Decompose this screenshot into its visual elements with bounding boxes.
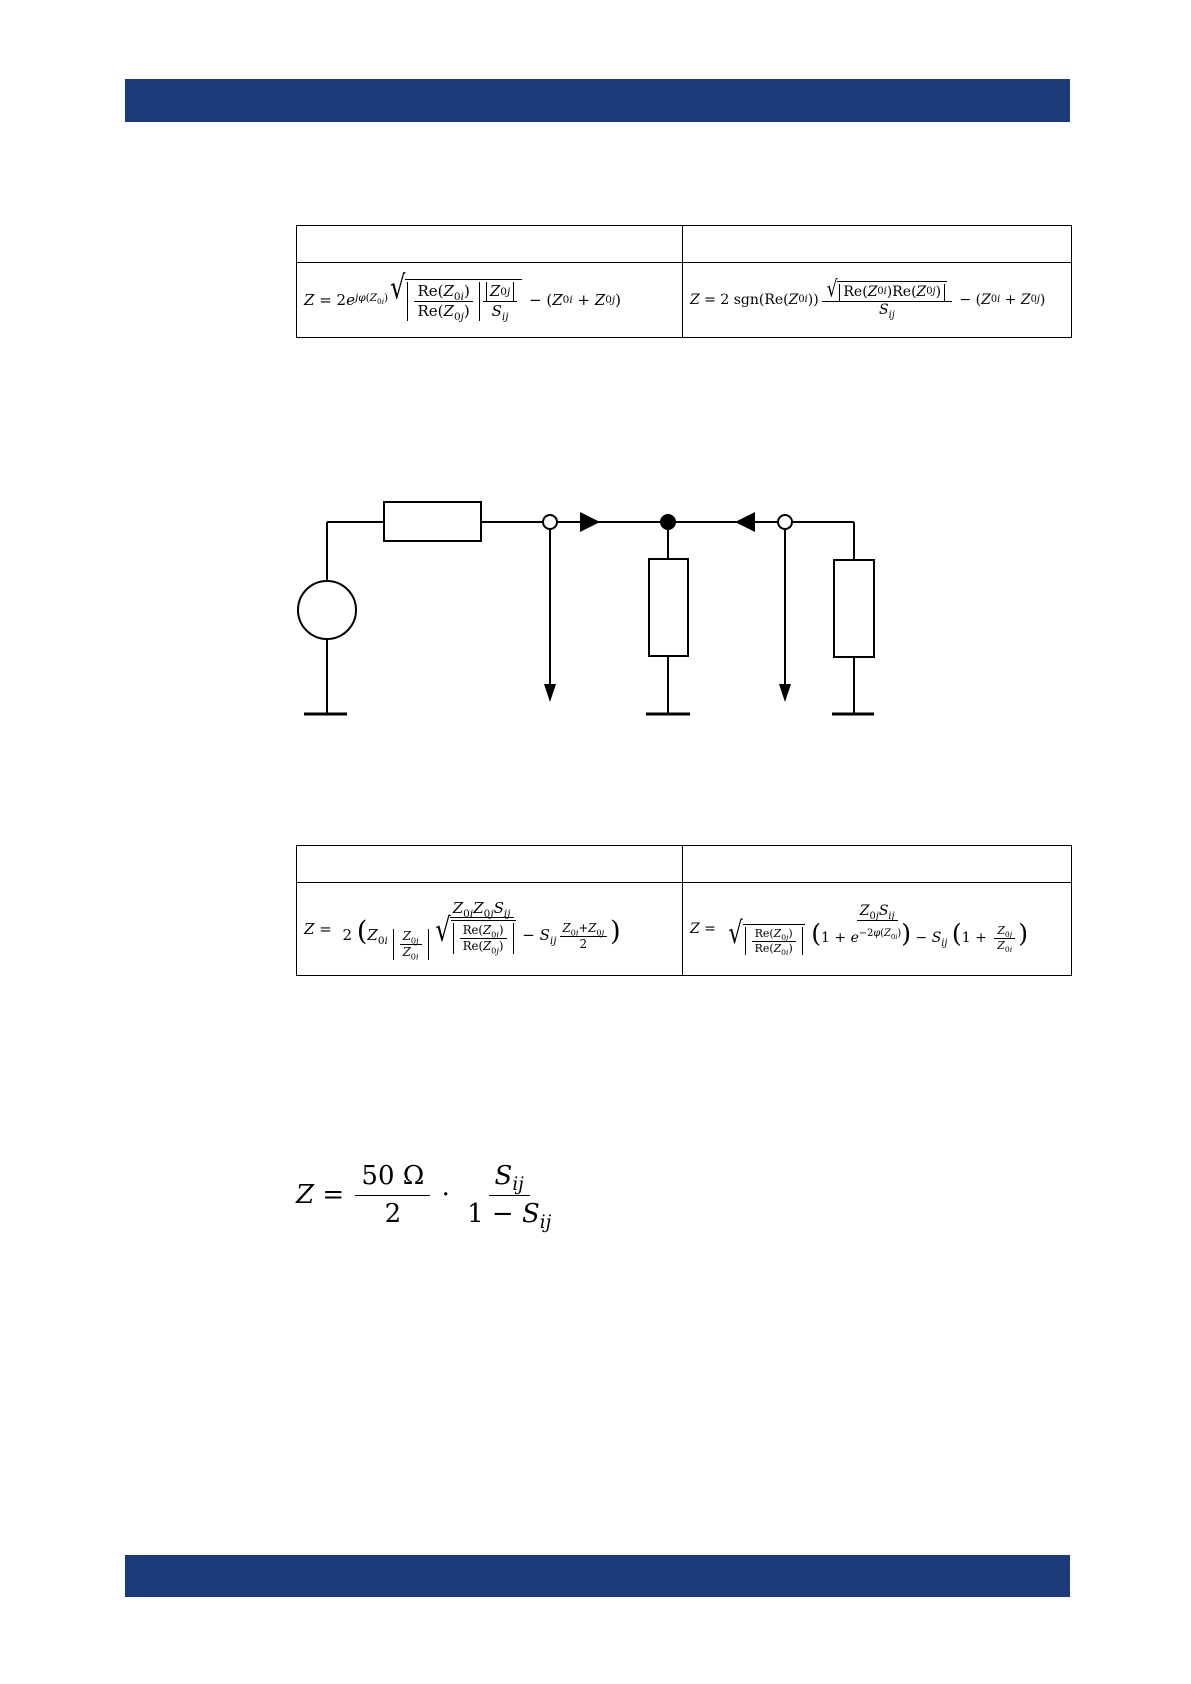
voltage-source [297,580,357,640]
arrow-left-icon [735,512,755,532]
fraction-reference: 50 Ω 2 [355,1158,431,1232]
fraction-s-param: Sij 1 − Sij [461,1158,557,1232]
source-impedance [383,501,482,542]
header-band [125,79,1070,122]
denominator-left: 2 [384,1198,402,1229]
equation-z-from-s: Z = 50 Ω 2 · Sij 1 − Sij [296,1158,560,1232]
arrow-right-icon [580,512,600,532]
junction-node [660,514,676,530]
arrow-down-icon [779,684,791,702]
table-header-right [682,225,1072,263]
table-header-row [296,225,1072,263]
table-header-row [296,845,1072,883]
table-header-left [296,845,683,883]
arrow-down-icon [544,684,556,702]
dut-impedance [648,558,689,657]
numerator-left: 50 Ω [355,1158,431,1196]
port-i-terminal [542,514,558,530]
port-j-terminal [777,514,793,530]
footer-band [125,1555,1070,1597]
table-header-left [296,225,683,263]
formula-cell-right: Z = Z0jSij √Re(Z0j)Re(Z0i) (1 + e−2φ(Z0i… [682,882,1072,976]
numerator-right: Sij [488,1158,530,1196]
equation-lhs: Z [296,1180,315,1210]
circuit-diagram [297,501,875,716]
load-impedance [833,559,875,658]
formula-right: Z = Z0jSij √Re(Z0j)Re(Z0i) (1 + e−2φ(Z0i… [690,902,1029,957]
table-header-right [682,845,1072,883]
denominator-right: 1 − Sij [467,1198,552,1233]
